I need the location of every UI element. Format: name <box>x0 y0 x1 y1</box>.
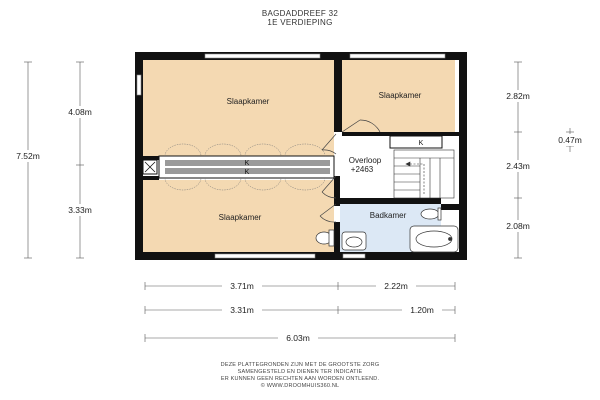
footer-line-3: ER KUNNEN GEEN RECHTEN AAN WORDEN ONTLEE… <box>220 376 380 382</box>
bathroom-fixtures <box>315 207 459 253</box>
bathroom-label: Badkamer <box>370 211 407 220</box>
landing-closet-k-label: K <box>419 140 424 147</box>
footer-line-1: DEZE PLATTEGRONDEN ZIJN MET DE GROOTSTE … <box>220 362 380 368</box>
dim-right-top: 2.82m <box>506 91 530 101</box>
floor-title: 1E VERDIEPING <box>267 18 333 27</box>
wardrobe-k-lower-label: K <box>245 169 250 176</box>
dimension-labels: 7.52m 4.08m 3.33m 2.82m 2.43m 2.08m 0.47… <box>8 90 590 344</box>
windows <box>136 53 446 259</box>
toilet-bath <box>420 208 440 220</box>
dim-right-bottom: 2.08m <box>506 221 530 231</box>
interior-walls <box>143 52 459 260</box>
landing-closet <box>389 135 443 149</box>
address-title: BAGDADDREEF 32 <box>261 9 339 18</box>
dim-left-bottom: 3.33m <box>68 205 92 215</box>
wardrobe-k-upper-label: K <box>245 160 250 167</box>
door-swings <box>319 119 381 223</box>
dim-right-mid: 2.43m <box>506 161 530 171</box>
dim-right-small: 0.47m <box>558 135 582 145</box>
bedroom-left-bottom-floor <box>143 180 334 252</box>
disclaimer-footer: DEZE PLATTEGRONDEN ZIJN MET DE GROOTSTE … <box>0 362 600 390</box>
bedroom-left-top-label: Slaapkamer <box>227 97 270 106</box>
landing-height-label: +2463 <box>351 165 374 174</box>
dim-bottom-row2-left: 3.31m <box>230 305 254 315</box>
footer-line-2: SAMENGESTELD EN DIENEN TER INDICATIE <box>237 369 363 375</box>
staircase <box>393 149 455 199</box>
dim-bottom-row1-right: 2.22m <box>384 281 408 291</box>
dim-bottom-row2-right: 1.20m <box>410 305 434 315</box>
bedroom-left-bottom-label: Slaapkamer <box>219 213 262 222</box>
wardrobe-block <box>142 155 335 179</box>
bedroom-left-top-floor <box>143 60 334 156</box>
dim-bottom-total: 6.03m <box>286 333 310 343</box>
bedroom-right-top-floor <box>342 60 455 134</box>
dim-bottom-row1-left: 3.71m <box>230 281 254 291</box>
bedroom-right-top-label: Slaapkamer <box>379 91 422 100</box>
dim-left-outer: 7.52m <box>16 151 40 161</box>
landing-label: Overloop <box>349 156 382 165</box>
dim-left-top: 4.08m <box>68 107 92 117</box>
wardrobe-door-swings <box>164 143 326 191</box>
footer-line-4: © WWW.DROOMHUIS360.NL <box>260 383 340 389</box>
